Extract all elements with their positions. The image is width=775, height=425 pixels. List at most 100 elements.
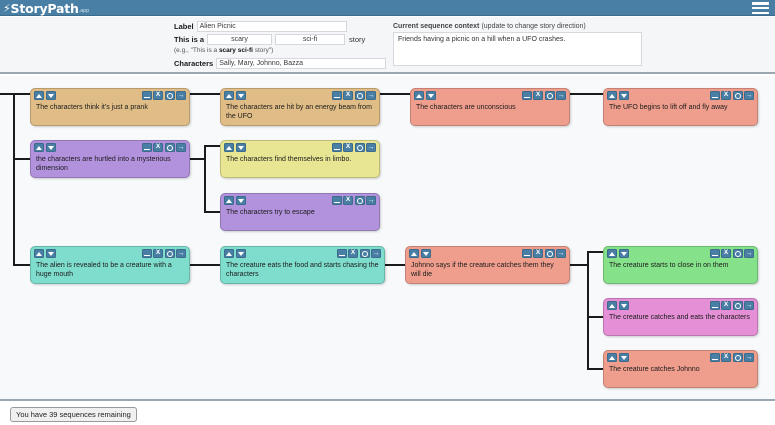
gear-icon[interactable] [164,249,175,258]
move-up-icon[interactable] [224,249,234,258]
gear-icon[interactable] [732,301,743,310]
cut-icon[interactable]: X [721,353,731,362]
gear-icon[interactable] [544,91,555,100]
cut-icon[interactable]: X [153,91,163,100]
move-down-icon[interactable] [235,249,246,258]
story-card[interactable]: X→The characters are hit by an energy be… [220,88,380,126]
genre-input[interactable]: sci-fi [275,34,346,45]
characters-input[interactable]: Sally, Mary, Johnno, Bazza [216,58,386,69]
cut-icon[interactable]: X [533,91,543,100]
minimize-icon[interactable] [709,91,720,100]
gear-icon[interactable] [359,249,370,258]
next-arrow-icon[interactable]: → [371,249,381,258]
story-card[interactable]: X→The characters are unconscious [410,88,570,126]
cut-icon[interactable]: X [721,301,731,310]
story-card[interactable]: X→The alien is revealed to be a creature… [30,246,190,284]
next-arrow-icon[interactable]: → [176,249,186,258]
next-arrow-icon[interactable]: → [556,249,566,258]
minimize-icon[interactable] [141,143,152,152]
move-up-icon[interactable] [224,196,234,205]
story-card[interactable]: X→The creature catches and eats the char… [603,298,758,336]
story-card[interactable]: X→The creature catches Johnno [603,350,758,388]
move-down-icon[interactable] [618,91,629,100]
move-up-icon[interactable] [607,353,617,362]
move-down-icon[interactable] [235,143,246,152]
cut-icon[interactable]: X [153,249,163,258]
gear-icon[interactable] [732,353,743,362]
move-up-icon[interactable] [224,143,234,152]
next-arrow-icon[interactable]: → [744,353,754,362]
next-arrow-icon[interactable]: → [556,91,566,100]
gear-icon[interactable] [164,91,175,100]
app-logo[interactable]: ⚡StoryPath.app [3,0,89,16]
next-arrow-icon[interactable]: → [176,91,186,100]
minimize-icon[interactable] [336,249,347,258]
minimize-icon[interactable] [709,353,720,362]
gear-icon[interactable] [732,249,743,258]
minimize-icon[interactable] [331,196,342,205]
cut-icon[interactable]: X [343,91,353,100]
move-up-icon[interactable] [224,91,234,100]
minimize-icon[interactable] [709,249,720,258]
move-down-icon[interactable] [420,249,431,258]
hamburger-menu-icon[interactable] [752,2,769,14]
move-down-icon[interactable] [618,249,629,258]
story-card[interactable]: X→The characters find themselves in limb… [220,140,380,178]
move-up-icon[interactable] [409,249,419,258]
next-arrow-icon[interactable]: → [744,301,754,310]
move-down-icon[interactable] [45,249,56,258]
gear-icon[interactable] [354,196,365,205]
context-textarea[interactable]: Friends having a picnic on a hill when a… [393,32,642,66]
move-up-icon[interactable] [607,249,617,258]
move-down-icon[interactable] [45,143,56,152]
move-up-icon[interactable] [607,301,617,310]
move-up-icon[interactable] [34,249,44,258]
cut-icon[interactable]: X [721,91,731,100]
gear-icon[interactable] [164,143,175,152]
cut-icon[interactable]: X [348,249,358,258]
next-arrow-icon[interactable]: → [366,196,376,205]
move-down-icon[interactable] [45,91,56,100]
move-up-icon[interactable] [414,91,424,100]
minimize-icon[interactable] [141,249,152,258]
story-tree-canvas[interactable]: X→The characters think it's just a prank… [0,76,775,401]
next-arrow-icon[interactable]: → [366,91,376,100]
cut-icon[interactable]: X [343,196,353,205]
story-card[interactable]: X→The creature eats the food and starts … [220,246,385,284]
next-arrow-icon[interactable]: → [176,143,186,152]
minimize-icon[interactable] [331,143,342,152]
move-down-icon[interactable] [618,301,629,310]
label-input[interactable]: Alien Picnic [196,21,347,32]
move-up-icon[interactable] [607,91,617,100]
cut-icon[interactable]: X [533,249,543,258]
minimize-glyph [333,148,340,151]
move-down-icon[interactable] [235,196,246,205]
minimize-icon[interactable] [521,249,532,258]
gear-icon[interactable] [354,143,365,152]
next-arrow-icon[interactable]: → [366,143,376,152]
gear-icon[interactable] [544,249,555,258]
adjective-input[interactable]: scary [207,34,273,45]
story-card[interactable]: X→Johnno says if the creature catches th… [405,246,570,284]
next-arrow-icon[interactable]: → [744,249,754,258]
move-down-icon[interactable] [235,91,246,100]
move-up-icon[interactable] [34,91,44,100]
story-card[interactable]: X→The creature starts to close in on the… [603,246,758,284]
cut-icon[interactable]: X [153,143,163,152]
move-up-icon[interactable] [34,143,44,152]
minimize-icon[interactable] [709,301,720,310]
move-down-icon[interactable] [425,91,436,100]
minimize-icon[interactable] [331,91,342,100]
story-card[interactable]: X→the characters are hurtled into a myst… [30,140,190,178]
minimize-icon[interactable] [521,91,532,100]
gear-icon[interactable] [732,91,743,100]
cut-icon[interactable]: X [343,143,353,152]
cut-icon[interactable]: X [721,249,731,258]
move-down-icon[interactable] [618,353,629,362]
story-card[interactable]: X→The UFO begins to lift off and fly awa… [603,88,758,126]
gear-icon[interactable] [354,91,365,100]
story-card[interactable]: X→The characters try to escape [220,193,380,231]
next-arrow-icon[interactable]: → [744,91,754,100]
story-card[interactable]: X→The characters think it's just a prank [30,88,190,126]
minimize-icon[interactable] [141,91,152,100]
